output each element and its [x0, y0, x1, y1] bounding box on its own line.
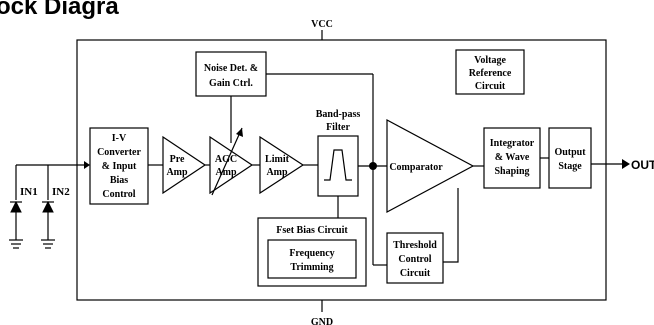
agc-variable-arrow: [211, 127, 243, 196]
iv-converter-line-3: & Input: [102, 161, 137, 172]
voltage-ref-line-2: Reference: [469, 68, 512, 79]
threshold-output-wire: [443, 188, 459, 263]
output-arrow: [622, 159, 630, 169]
voltage-ref-line-3: Circuit: [475, 81, 506, 92]
chip-outline: [76, 39, 607, 301]
gnd-label: GND: [311, 317, 333, 325]
in1-label: IN1: [20, 186, 38, 198]
noise-det-line-1: Noise Det. &: [204, 63, 258, 74]
photodiode-in2: [41, 165, 55, 249]
iv-converter-line-4: Bias: [110, 175, 128, 186]
limit-amp-line-1: Limit: [265, 154, 290, 165]
integrator-block: [483, 127, 541, 189]
freq-trim-line-2: Trimming: [290, 262, 333, 273]
iv-converter-line-1: I-V: [112, 133, 127, 144]
voltage-reference-block: [455, 49, 525, 95]
output-stage-line-1: Output: [554, 147, 586, 158]
iv-converter-line-2: Converter: [97, 147, 141, 158]
output-stage-block: [548, 127, 592, 189]
fset-bias-label: Fset Bias Circuit: [276, 225, 348, 236]
noise-det-block: [195, 51, 267, 97]
input-arrow: [84, 161, 90, 169]
threshold-line-2: Control: [398, 254, 431, 265]
bandpass-line-2: Filter: [326, 122, 350, 133]
frequency-trimming-block: [267, 239, 357, 279]
limit-amp-line-2: Amp: [266, 167, 288, 178]
integrator-line-3: Shaping: [494, 166, 529, 177]
photodiode-in1: [9, 165, 23, 249]
freq-trim-line-1: Frequency: [289, 248, 334, 259]
comparator-triangle: [386, 118, 475, 214]
bandpass-symbol: [324, 149, 352, 181]
threshold-line-3: Circuit: [400, 268, 431, 279]
integrator-line-1: Integrator: [490, 138, 535, 149]
iv-converter-line-5: Control: [102, 189, 135, 200]
diagram-heading: ock Diagra: [0, 0, 119, 20]
integrator-line-2: & Wave: [495, 152, 530, 163]
threshold-control-block: [386, 232, 444, 284]
limit-amp-triangle: [259, 135, 305, 195]
agc-amp-line-2: Amp: [215, 167, 237, 178]
out-label: OUT: [631, 158, 654, 172]
pre-amp-line-1: Pre: [170, 154, 185, 165]
comparator-label: Comparator: [389, 162, 443, 173]
vcc-label: VCC: [311, 19, 333, 30]
pre-amp-line-2: Amp: [166, 167, 188, 178]
in2-label: IN2: [52, 186, 70, 198]
bandpass-filter-block: [317, 135, 359, 197]
noise-det-line-2: Gain Ctrl.: [209, 78, 253, 89]
output-stage-line-2: Stage: [558, 161, 582, 172]
agc-amp-triangle: [209, 135, 254, 195]
pre-amp-triangle: [162, 135, 207, 195]
voltage-ref-line-1: Voltage: [474, 55, 506, 66]
agc-amp-line-1: AGC: [215, 154, 237, 165]
iv-converter-block: [89, 127, 149, 205]
bandpass-line-1: Band-pass: [316, 109, 361, 120]
threshold-line-1: Threshold: [393, 240, 437, 251]
